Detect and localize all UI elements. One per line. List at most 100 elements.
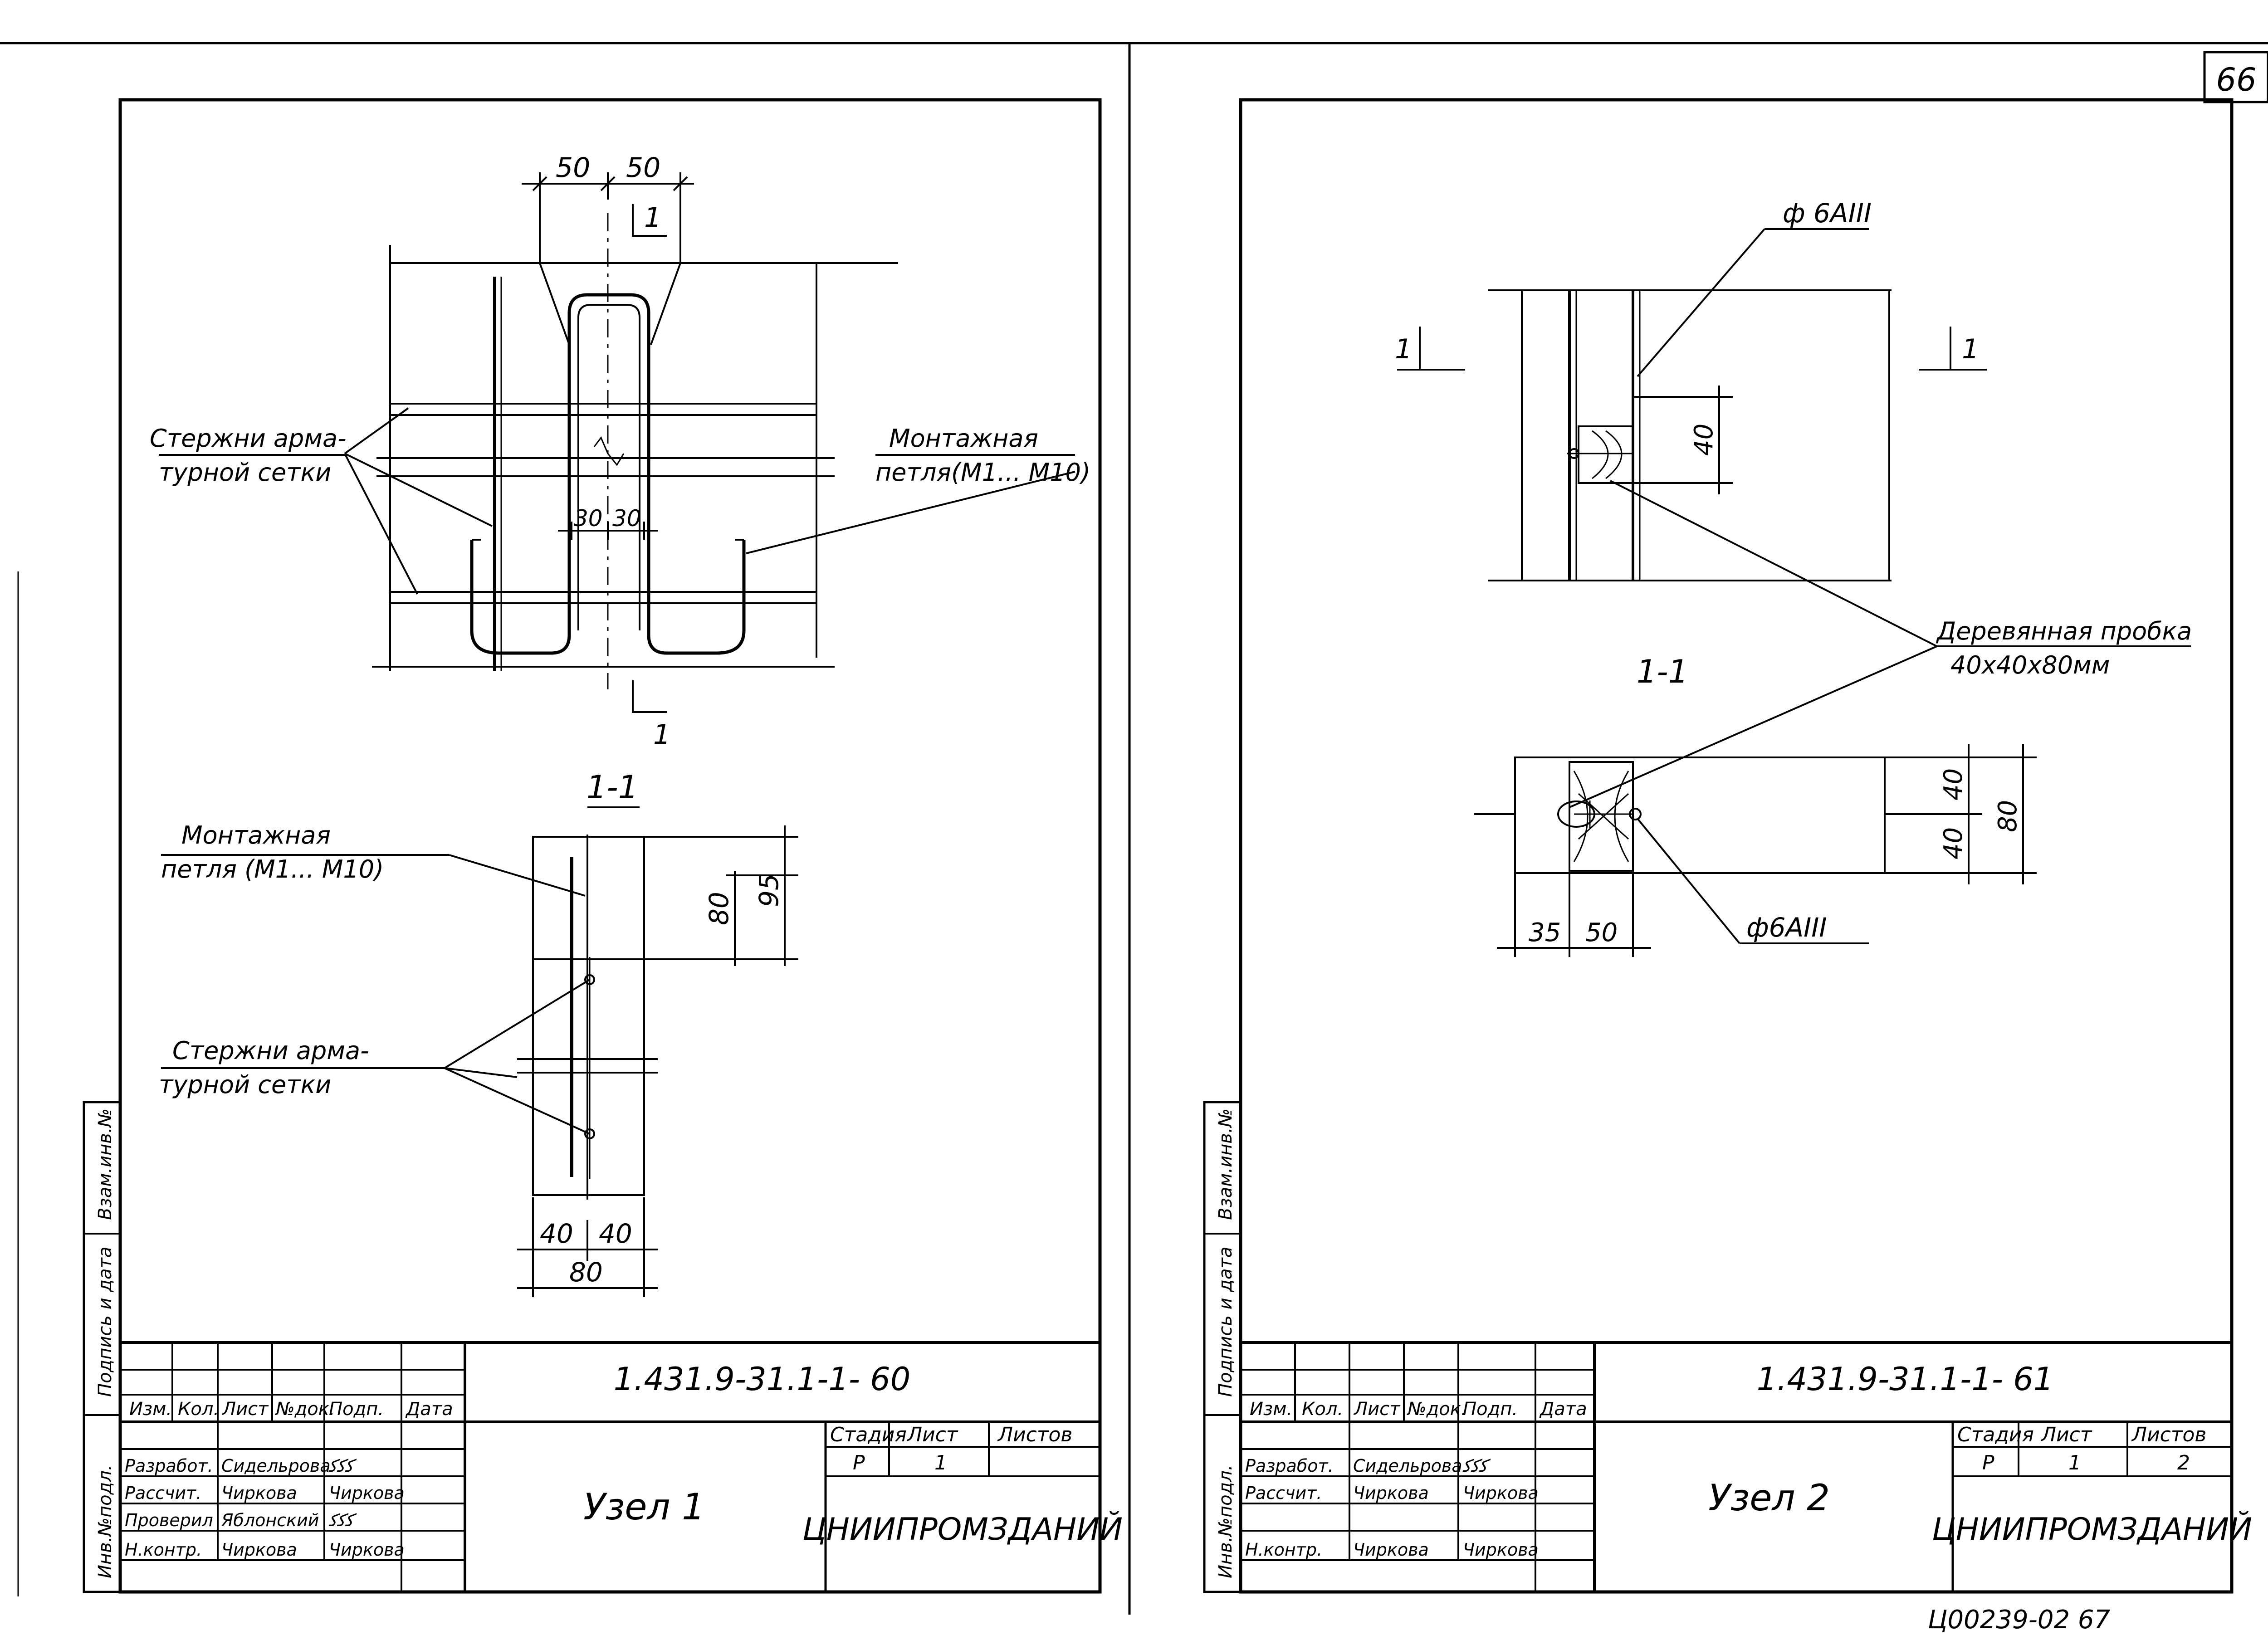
- right-stage-header: Стадия: [1957, 1423, 2034, 1446]
- right-org-name: ЦНИИПРОМЗДАНИЙ: [1932, 1511, 2252, 1547]
- left-title-block: [120, 1341, 1100, 1592]
- left-sig-0: ﮐﮐﮐ: [328, 1456, 357, 1476]
- bottom-archive-code: Ц00239-02 67: [1928, 1605, 2111, 1635]
- left-sheets-header: Листов: [997, 1423, 1072, 1446]
- plan-section-mark-bottom: 1: [653, 719, 670, 751]
- right-col-list: Лист: [1353, 1399, 1401, 1420]
- right-stamp-inv: Инв.№подл.: [1215, 1464, 1236, 1578]
- right-node-name: Узел 2: [1708, 1477, 1830, 1519]
- section-dim-80: 80: [704, 892, 734, 925]
- right-section-dim-35: 35: [1529, 918, 1561, 947]
- plan-callout-loop-line1: Монтажная: [889, 424, 1038, 453]
- right-sheet-header: Лист: [2040, 1423, 2092, 1446]
- left-section-view: [161, 825, 798, 1297]
- left-stamp-vzam: Взам.инв.№: [95, 1108, 116, 1220]
- right-section-view: [1474, 744, 2037, 957]
- plan-dim-30-left: 30: [574, 505, 603, 532]
- left-col-sign: Подп.: [329, 1399, 384, 1420]
- right-col-izm: Изм.: [1250, 1399, 1292, 1420]
- right-section-dim-80: 80: [1993, 800, 2023, 832]
- right-stamp-sign: Подпись и дата: [1215, 1247, 1236, 1397]
- left-stamp-inv: Инв.№подл.: [95, 1464, 116, 1578]
- right-name-3: Чиркова: [1353, 1540, 1429, 1560]
- left-name-0: Сидельрова: [221, 1456, 331, 1476]
- right-col-doc: №док.: [1407, 1399, 1467, 1420]
- left-section-title: 1-1: [587, 769, 638, 806]
- right-plan-view: [1397, 228, 2191, 808]
- left-plan-view: [159, 172, 1075, 713]
- left-stage-value: Р: [853, 1451, 865, 1474]
- right-sheet: ф 6АIII 40 1 1 Деревянная пробка 40х40х8…: [1203, 98, 2252, 1635]
- left-col-list: Лист: [221, 1399, 269, 1420]
- right-section-title: 1-1: [1637, 653, 1688, 690]
- right-col-sign: Подп.: [1463, 1399, 1518, 1420]
- left-name-1: Чиркова: [221, 1483, 297, 1503]
- right-plan-section-right: 1: [1962, 333, 1979, 365]
- right-section-dim-50: 50: [1585, 918, 1618, 947]
- left-col-doc: №док.: [275, 1399, 335, 1420]
- left-sheet-value: 1: [934, 1451, 947, 1474]
- right-sig-1: Чиркова: [1463, 1483, 1539, 1503]
- right-sheet-frame: [1239, 98, 2234, 1594]
- page-number-box: 66: [2203, 51, 2268, 103]
- plan-dim-50-right: 50: [626, 152, 660, 184]
- right-stage-value: Р: [1982, 1451, 1994, 1474]
- plan-callout-bars-line1: Стержни арма-: [150, 424, 347, 453]
- right-name-1: Чиркова: [1353, 1483, 1429, 1503]
- section-callout-loop-line2: петля (М1... М10): [161, 855, 384, 883]
- plan-dim-30-right: 30: [612, 505, 641, 532]
- right-side-stamp: Инв.№подл. Подпись и дата Взам.инв.№: [1203, 1101, 1242, 1593]
- left-side-stamp: Инв.№подл. Подпись и дата Взам.инв.№: [83, 1101, 122, 1593]
- right-section-callout-rod: ф6АIII: [1746, 912, 1827, 943]
- right-plan-dim-40: 40: [1689, 424, 1719, 456]
- plan-callout-bars-line2: турной сетки: [159, 458, 331, 487]
- right-col-kol: Кол.: [1302, 1399, 1343, 1420]
- left-sig-2: ﮐﮐﮐ: [328, 1510, 357, 1530]
- page-number: 66: [2216, 61, 2256, 98]
- right-sig-3: Чиркова: [1463, 1540, 1539, 1560]
- left-col-date: Дата: [405, 1399, 453, 1420]
- left-role-3: Н.контр.: [125, 1540, 202, 1560]
- plan-callout-loop-line2: петля(М1... М10): [875, 458, 1090, 487]
- left-stage-header: Стадия: [830, 1423, 907, 1446]
- right-stamp-vzam: Взам.инв.№: [1215, 1108, 1236, 1220]
- right-section-dim-40-top: 40: [1939, 768, 1968, 800]
- right-callout-plug-line1: Деревянная пробка: [1936, 617, 2192, 645]
- left-role-1: Рассчит.: [125, 1483, 201, 1503]
- right-sig-0: ﮐﮐﮐ: [1462, 1456, 1491, 1476]
- right-role-0: Разработ.: [1245, 1456, 1334, 1476]
- right-title-block: [1241, 1341, 2232, 1592]
- left-col-izm: Изм.: [129, 1399, 172, 1420]
- left-role-2: Проверил: [125, 1510, 213, 1530]
- left-name-2: Яблонский: [221, 1510, 319, 1530]
- section-callout-bars-line1: Стержни арма-: [172, 1036, 369, 1065]
- right-role-1: Рассчит.: [1245, 1483, 1322, 1503]
- left-name-3: Чиркова: [221, 1540, 297, 1560]
- left-node-name: Узел 1: [583, 1486, 705, 1528]
- left-col-kol: Кол.: [178, 1399, 219, 1420]
- right-role-3: Н.контр.: [1245, 1540, 1322, 1560]
- left-sig-1: Чиркова: [329, 1483, 405, 1503]
- page-frame: [0, 42, 2268, 1615]
- right-name-0: Сидельрова: [1353, 1456, 1462, 1476]
- right-sheet-value: 1: [2068, 1451, 2081, 1474]
- plan-section-mark-top: 1: [644, 202, 661, 234]
- left-stamp-sign: Подпись и дата: [95, 1247, 116, 1397]
- section-dim-40-right: 40: [599, 1218, 632, 1249]
- left-sheet: 50 50 30 30 1 1 Стержни арма- турной сет…: [83, 98, 1123, 1594]
- section-dim-40-left: 40: [540, 1218, 573, 1249]
- left-org-name: ЦНИИПРОМЗДАНИЙ: [802, 1511, 1123, 1547]
- left-doc-code: 1.431.9-31.1-1- 60: [614, 1361, 911, 1398]
- section-callout-loop-line1: Монтажная: [181, 821, 331, 849]
- right-plan-callout-rod: ф 6АIII: [1783, 198, 1872, 229]
- plan-dim-50-left: 50: [556, 152, 590, 184]
- right-col-date: Дата: [1539, 1399, 1587, 1420]
- left-sig-3: Чиркова: [329, 1540, 405, 1560]
- left-sheet-header: Лист: [906, 1423, 958, 1446]
- right-section-dim-40-bottom: 40: [1939, 827, 1968, 859]
- right-callout-plug-line2: 40х40х80мм: [1950, 651, 2110, 679]
- left-role-0: Разработ.: [125, 1456, 213, 1476]
- right-sheets-header: Листов: [2131, 1423, 2206, 1446]
- left-sheet-frame: [118, 98, 1102, 1594]
